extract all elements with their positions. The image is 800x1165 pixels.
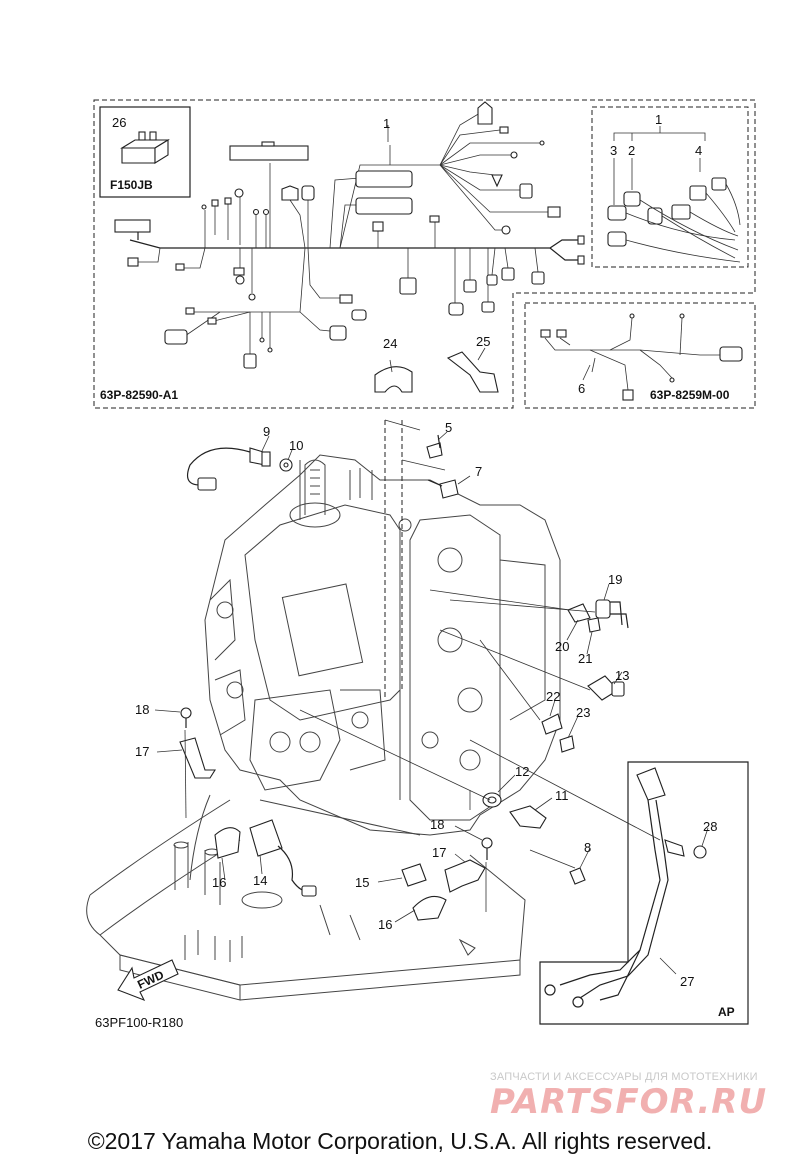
diagram-codes: F150JB 63P-82590-A1 63P-8259M-00 63PF100… bbox=[95, 178, 735, 1030]
clamp-22-icon bbox=[541, 713, 563, 735]
sensor-9-icon bbox=[187, 447, 271, 491]
grommet-12-icon bbox=[482, 792, 502, 808]
part-label-11: 11 bbox=[555, 788, 569, 803]
bolt-5-icon bbox=[426, 434, 443, 459]
callout-leaders bbox=[154, 125, 709, 975]
clip-25-icon bbox=[446, 351, 499, 393]
part-label-18b: 18 bbox=[430, 817, 444, 832]
bolt-8-icon bbox=[569, 867, 586, 885]
bracket-17-icon bbox=[179, 737, 216, 779]
assembly-lines bbox=[184, 419, 661, 912]
pad-16b-icon bbox=[412, 895, 447, 921]
bolt-21-icon bbox=[587, 617, 601, 633]
part-label-19: 19 bbox=[608, 572, 622, 587]
fwd-label: FWD bbox=[135, 967, 166, 991]
part-label-12: 12 bbox=[515, 764, 529, 779]
clip-24-icon bbox=[374, 366, 413, 393]
part-label-6: 6 bbox=[578, 381, 585, 396]
watermark-brand: PARTSFOR.RU bbox=[490, 1082, 768, 1122]
sub-harness-code: 63P-8259M-00 bbox=[650, 388, 730, 402]
pad-16-icon bbox=[214, 827, 241, 859]
bolt-7-icon bbox=[427, 479, 459, 499]
part-label-20: 20 bbox=[555, 639, 569, 654]
part-label-27: 27 bbox=[680, 974, 694, 989]
part-label-16b: 16 bbox=[378, 917, 392, 932]
cap-15-icon bbox=[401, 863, 427, 887]
part-label-25: 25 bbox=[476, 334, 490, 349]
main-harness-code: 63P-82590-A1 bbox=[100, 388, 178, 402]
sensor-11-icon bbox=[509, 805, 547, 829]
connector-26-icon bbox=[120, 131, 170, 164]
battery-cable-box bbox=[539, 761, 749, 1025]
part-label-17: 17 bbox=[135, 744, 149, 759]
part-label-24: 24 bbox=[383, 336, 397, 351]
part-label-3: 3 bbox=[610, 143, 617, 158]
part-label-21: 21 bbox=[578, 651, 592, 666]
ap-label: AP bbox=[718, 1005, 735, 1019]
part-label-18: 18 bbox=[135, 702, 149, 717]
sensor-13-icon bbox=[587, 675, 625, 701]
sensor-19-icon bbox=[595, 599, 629, 629]
bracket-17b-icon bbox=[444, 859, 486, 893]
sensor-harness-inset bbox=[591, 106, 749, 268]
part-label-10: 10 bbox=[289, 438, 303, 453]
bolt-23-icon bbox=[559, 735, 575, 753]
part-label-2: 2 bbox=[628, 143, 635, 158]
relay-14-icon bbox=[249, 819, 317, 897]
part-label-22: 22 bbox=[546, 689, 560, 704]
part-number-labels: 1 1 2 3 4 5 6 7 8 9 10 11 12 13 14 15 16… bbox=[112, 112, 717, 989]
copyright-notice: ©2017 Yamaha Motor Corporation, U.S.A. A… bbox=[87, 1128, 713, 1154]
part-label-9: 9 bbox=[263, 424, 270, 439]
part-label-15: 15 bbox=[355, 875, 369, 890]
part-label-13: 13 bbox=[615, 668, 629, 683]
part-label-7: 7 bbox=[475, 464, 482, 479]
part-label-4: 4 bbox=[695, 143, 702, 158]
watermark-tagline: ЗАПЧАСТИ И АКСЕССУАРЫ ДЛЯ МОТОТЕХНИКИ bbox=[490, 1071, 758, 1083]
engine-block bbox=[204, 454, 561, 836]
harness-box bbox=[93, 99, 756, 409]
model-inset bbox=[99, 106, 191, 198]
sub-harness-box bbox=[524, 302, 756, 409]
bolt-18-icon bbox=[180, 707, 192, 728]
part-label-23: 23 bbox=[576, 705, 590, 720]
part-label-14: 14 bbox=[253, 873, 267, 888]
part-label-1b: 1 bbox=[655, 112, 662, 127]
part-label-1: 1 bbox=[383, 116, 390, 131]
part-label-8: 8 bbox=[584, 840, 591, 855]
bracket-20-icon bbox=[567, 603, 591, 623]
harness-connectors bbox=[114, 101, 585, 369]
part-label-17b: 17 bbox=[432, 845, 446, 860]
fwd-arrow-icon bbox=[117, 959, 179, 1002]
bolt-18b-icon bbox=[481, 837, 493, 860]
model-code: F150JB bbox=[110, 178, 153, 192]
washer-10-icon bbox=[279, 458, 293, 472]
part-label-16: 16 bbox=[212, 875, 226, 890]
diagram-code: 63PF100-R180 bbox=[95, 1015, 183, 1030]
part-label-28: 28 bbox=[703, 819, 717, 834]
part-label-26: 26 bbox=[112, 115, 126, 130]
part-label-5: 5 bbox=[445, 420, 452, 435]
